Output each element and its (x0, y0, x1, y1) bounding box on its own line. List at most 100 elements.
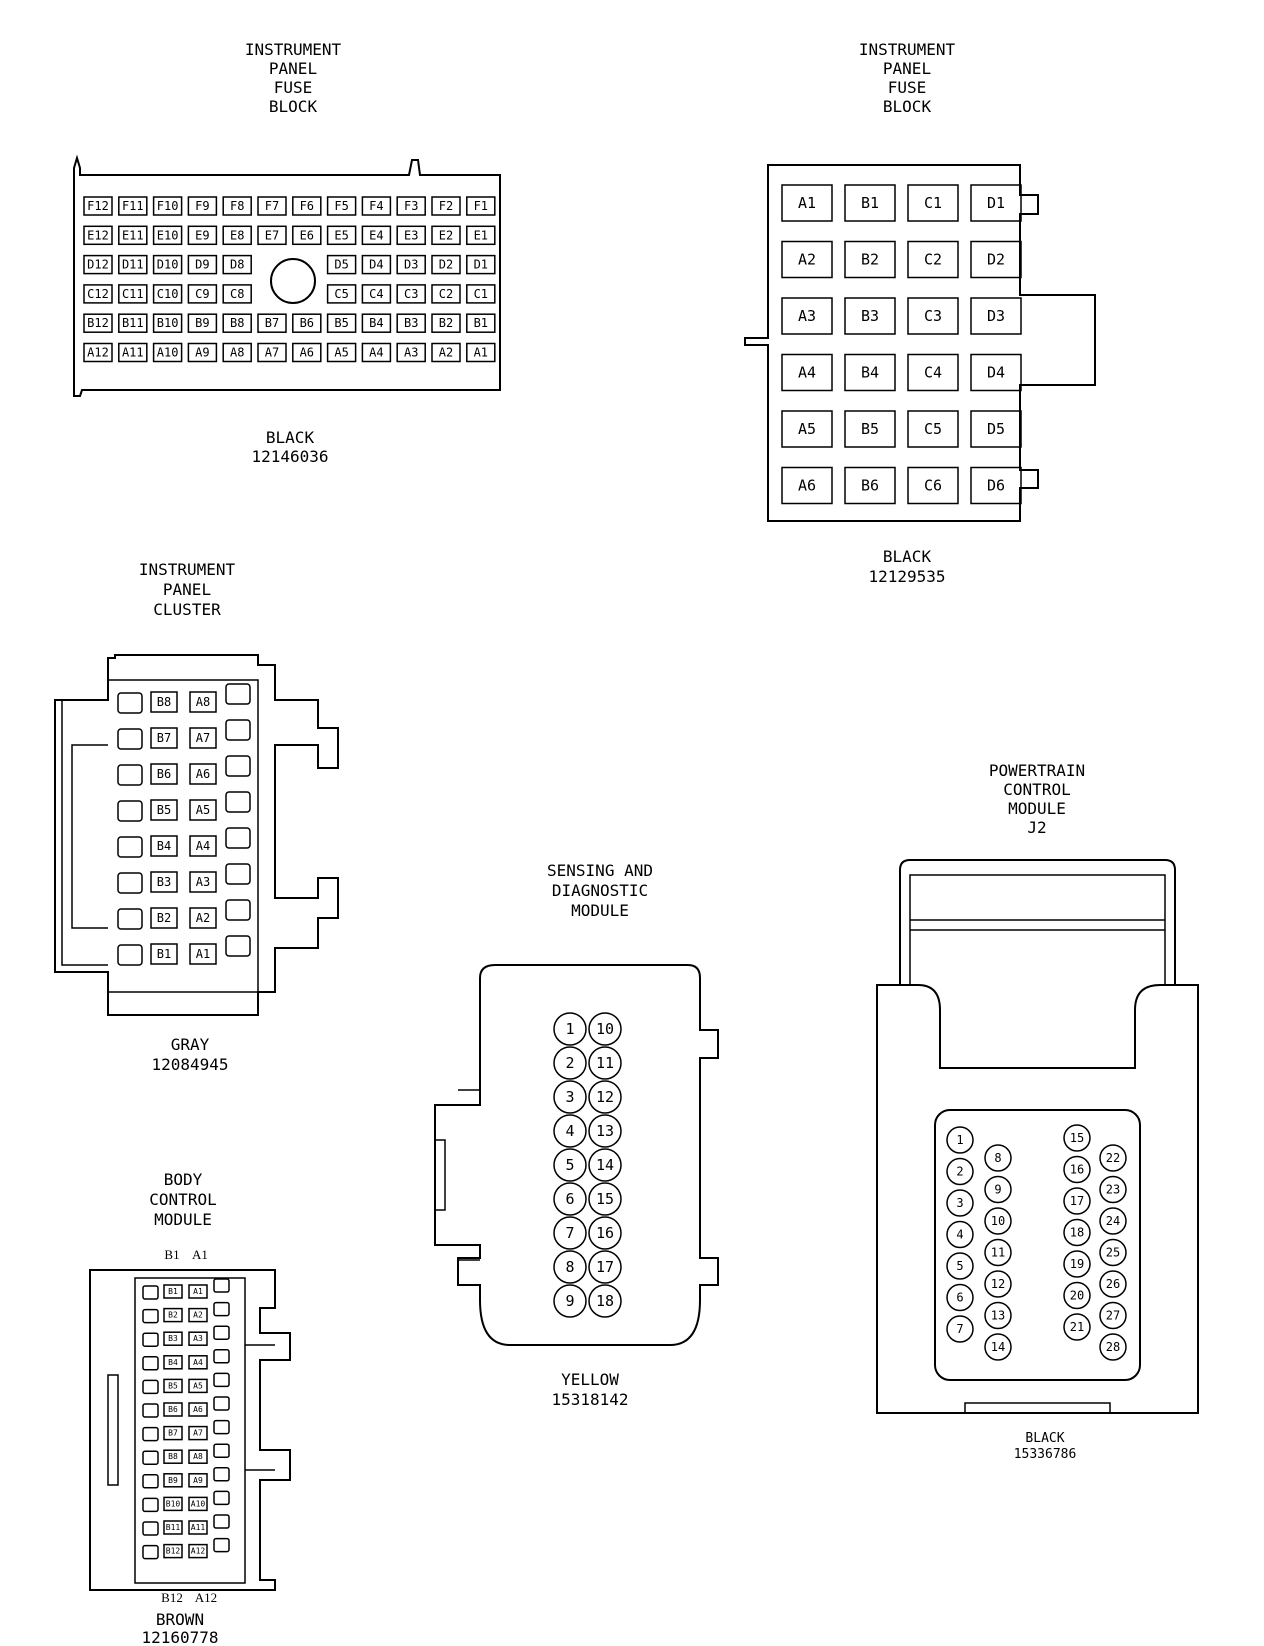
pin-label: 5 (956, 1259, 963, 1273)
pin-label: B10 (166, 1499, 181, 1508)
pin-label: D5 (987, 420, 1005, 438)
pin-label: 11 (596, 1054, 614, 1072)
pin-label: B11 (166, 1523, 181, 1532)
pin-label: C3 (924, 307, 942, 325)
pin-circle (946, 1252, 974, 1280)
pin-circle (553, 1216, 587, 1250)
pin-label: C10 (157, 287, 179, 301)
pin-label: 26 (1106, 1277, 1120, 1291)
pin-label: 10 (596, 1020, 614, 1038)
pin-box (150, 763, 178, 785)
pin-circle (588, 1250, 622, 1284)
pin-label: B2 (439, 316, 453, 330)
pin-label: 13 (991, 1309, 1005, 1323)
pin-circle (1099, 1144, 1127, 1172)
pin-box (188, 1449, 208, 1464)
pin-box (150, 943, 178, 965)
empty-cavity (225, 935, 251, 957)
pin-box (188, 1284, 208, 1299)
pin-label: 15 (596, 1190, 614, 1208)
empty-cavity (142, 1426, 159, 1442)
pin-circle (1063, 1218, 1091, 1247)
pin-box (189, 727, 217, 749)
pin-label: A5 (193, 1381, 203, 1390)
pin-box (163, 1378, 183, 1394)
connector-inner-frame (61, 679, 259, 993)
pin-label: F8 (230, 199, 244, 213)
pin-circle (984, 1301, 1012, 1330)
pin-circle (946, 1157, 974, 1186)
pin-label: E12 (87, 228, 109, 242)
pin-label: 12 (991, 1277, 1005, 1291)
pin-box (257, 225, 287, 246)
empty-cavity (142, 1308, 159, 1324)
title-line: PANEL (883, 59, 931, 78)
pin-label: D8 (230, 258, 244, 272)
title-line: POWERTRAIN (989, 761, 1085, 780)
pin-label: F4 (369, 199, 383, 213)
pin-label: 13 (596, 1122, 614, 1140)
pin-box (152, 284, 183, 304)
pin-label: D2 (987, 251, 1005, 269)
pin-box (189, 907, 217, 929)
pin-label: A11 (122, 346, 144, 360)
pin-box (83, 254, 113, 275)
connector-color: BLACK (883, 547, 932, 566)
pin-label: E9 (195, 228, 209, 242)
pin-box (326, 313, 357, 333)
pin-box (844, 184, 896, 222)
empty-cavity (225, 791, 251, 813)
pin-label: 2 (565, 1054, 574, 1072)
pin-box (781, 240, 833, 279)
empty-cavity (225, 755, 251, 777)
pin-circle (588, 1216, 622, 1250)
pin-label: A7 (196, 731, 210, 745)
pin-circle (946, 1315, 974, 1343)
empty-cavity (142, 1474, 159, 1489)
pin-circle (588, 1182, 622, 1216)
pin-circle (946, 1283, 974, 1312)
pin-label: A6 (798, 477, 816, 495)
pin-box (907, 240, 959, 279)
pin-label: A1 (196, 947, 210, 961)
pin-circle (984, 1238, 1012, 1267)
pin-label: A10 (191, 1499, 206, 1508)
pin-box (188, 1543, 208, 1559)
pin-label: A11 (191, 1523, 206, 1532)
pin-label: D2 (439, 258, 453, 272)
empty-cavity (117, 800, 143, 822)
title-line: INSTRUMENT (139, 560, 236, 579)
pin-label: B9 (168, 1476, 178, 1485)
pin-label: A2 (193, 1311, 203, 1320)
empty-cavity (213, 1278, 230, 1293)
empty-cavity (117, 836, 143, 858)
pin-box (163, 1355, 183, 1370)
empty-cavity (142, 1285, 159, 1300)
pin-label: 7 (956, 1322, 963, 1336)
pin-box (292, 225, 322, 246)
pin-label: A7 (193, 1429, 203, 1438)
pin-label: 22 (1106, 1151, 1120, 1165)
pin-label: B5 (168, 1381, 178, 1390)
pin-box (83, 196, 113, 216)
pin-label: C2 (439, 287, 453, 301)
pin-box (118, 225, 148, 246)
pin-label: A3 (798, 307, 816, 325)
pin-box (222, 225, 252, 246)
connector-part-number: 12146036 (251, 447, 328, 466)
pin-label: B6 (300, 316, 314, 330)
pin-box (189, 691, 217, 713)
pin-box (292, 196, 322, 216)
pin-ref-label: B1 (164, 1247, 179, 1262)
connector-body-outline (54, 654, 339, 1016)
pin-label: E4 (369, 228, 383, 242)
connector-latch-inner (909, 874, 1166, 985)
connector-part-number: 15336786 (1014, 1447, 1077, 1462)
pin-label: 27 (1106, 1309, 1120, 1323)
pin-circle (984, 1207, 1012, 1235)
title-line: INSTRUMENT (245, 40, 342, 59)
pin-box (152, 342, 183, 363)
